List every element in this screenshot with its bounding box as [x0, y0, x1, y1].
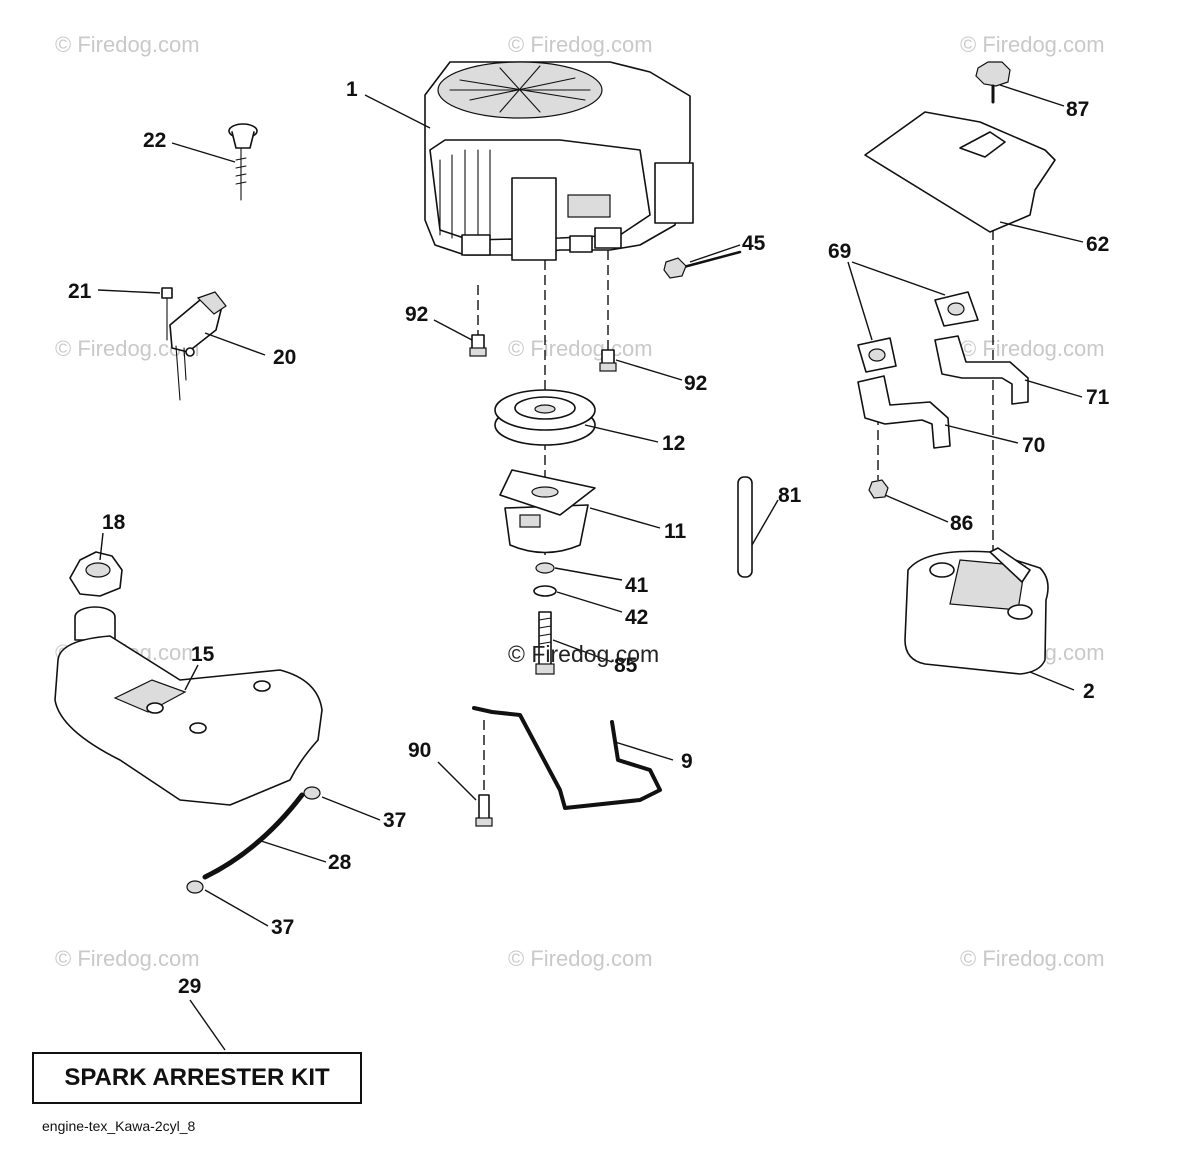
callout-69: 69 [828, 240, 851, 263]
spark-arrester-kit-box: SPARK ARRESTER KIT [32, 1052, 362, 1104]
washers-41-42 [533, 562, 557, 597]
watermark: © Firedog.com [960, 946, 1105, 971]
hose-clamp-37b [186, 880, 204, 894]
fuel-hose-28 [202, 792, 305, 880]
nut-86 [868, 479, 889, 499]
callout-9: 9 [681, 750, 693, 773]
callout-20: 20 [273, 346, 296, 369]
exhaust-pipe-70 [857, 375, 951, 449]
bolt-92-right [599, 349, 617, 372]
bolt-85 [535, 611, 555, 675]
callout-29: 29 [178, 975, 201, 998]
callout-90: 90 [408, 739, 431, 762]
callout-37-lower: 37 [271, 916, 294, 939]
callout-1: 1 [346, 78, 358, 101]
shoulder-bolt-22 [228, 123, 258, 201]
callout-37-upper: 37 [383, 809, 406, 832]
callout-81: 81 [778, 484, 802, 507]
callout-2: 2 [1083, 680, 1095, 703]
callout-85: 85 [614, 654, 638, 677]
throttle-linkage [161, 287, 227, 401]
hose-clamp-37a [303, 786, 321, 800]
fuel-tank-15 [54, 606, 323, 806]
callout-92-left: 92 [405, 303, 428, 326]
watermark: © Firedog.com [55, 946, 200, 971]
callout-labels: 1 22 21 20 92 92 45 12 11 41 42 85 81 87… [68, 78, 1110, 998]
watermark: © Firedog.com [508, 946, 653, 971]
callout-70: 70 [1022, 434, 1045, 457]
callout-28: 28 [328, 851, 352, 874]
callout-12: 12 [662, 432, 685, 455]
callout-18: 18 [102, 511, 126, 534]
callout-22: 22 [143, 129, 166, 152]
callout-62: 62 [1086, 233, 1109, 256]
watermark: © Firedog.com [508, 336, 653, 361]
watermark: © Firedog.com [960, 336, 1105, 361]
bolt-92-left [469, 334, 487, 357]
muffler-2 [904, 547, 1049, 675]
callout-15: 15 [191, 643, 215, 666]
engine [424, 61, 694, 261]
fuel-cap-18 [69, 551, 123, 597]
rod-9 [472, 706, 662, 810]
bolt-90 [475, 794, 493, 827]
callout-21: 21 [68, 280, 92, 303]
clutch-11 [499, 469, 596, 554]
pulley-12 [494, 389, 596, 446]
exhaust-pipe-71 [934, 335, 1029, 405]
spark-arrester-kit-label: SPARK ARRESTER KIT [64, 1064, 330, 1091]
callout-86: 86 [950, 512, 973, 535]
watermark: © Firedog.com [960, 32, 1105, 57]
center-watermark: © Firedog.com [508, 641, 659, 667]
knob-87 [975, 61, 1011, 104]
callout-92-right: 92 [684, 372, 707, 395]
bolt-45 [663, 250, 742, 279]
diagram-caption: engine-tex_Kawa-2cyl_8 [42, 1118, 196, 1134]
callout-41: 41 [625, 574, 649, 597]
leader-lines [97, 84, 1084, 1051]
callout-71: 71 [1086, 386, 1110, 409]
watermark: © Firedog.com [508, 32, 653, 57]
heat-shield-62 [864, 111, 1056, 233]
rod-81 [737, 476, 753, 578]
gaskets-69 [857, 291, 979, 373]
watermark: © Firedog.com [55, 32, 200, 57]
callout-45: 45 [742, 232, 766, 255]
callout-11: 11 [664, 520, 687, 543]
callout-42: 42 [625, 606, 648, 629]
callout-87: 87 [1066, 98, 1089, 121]
